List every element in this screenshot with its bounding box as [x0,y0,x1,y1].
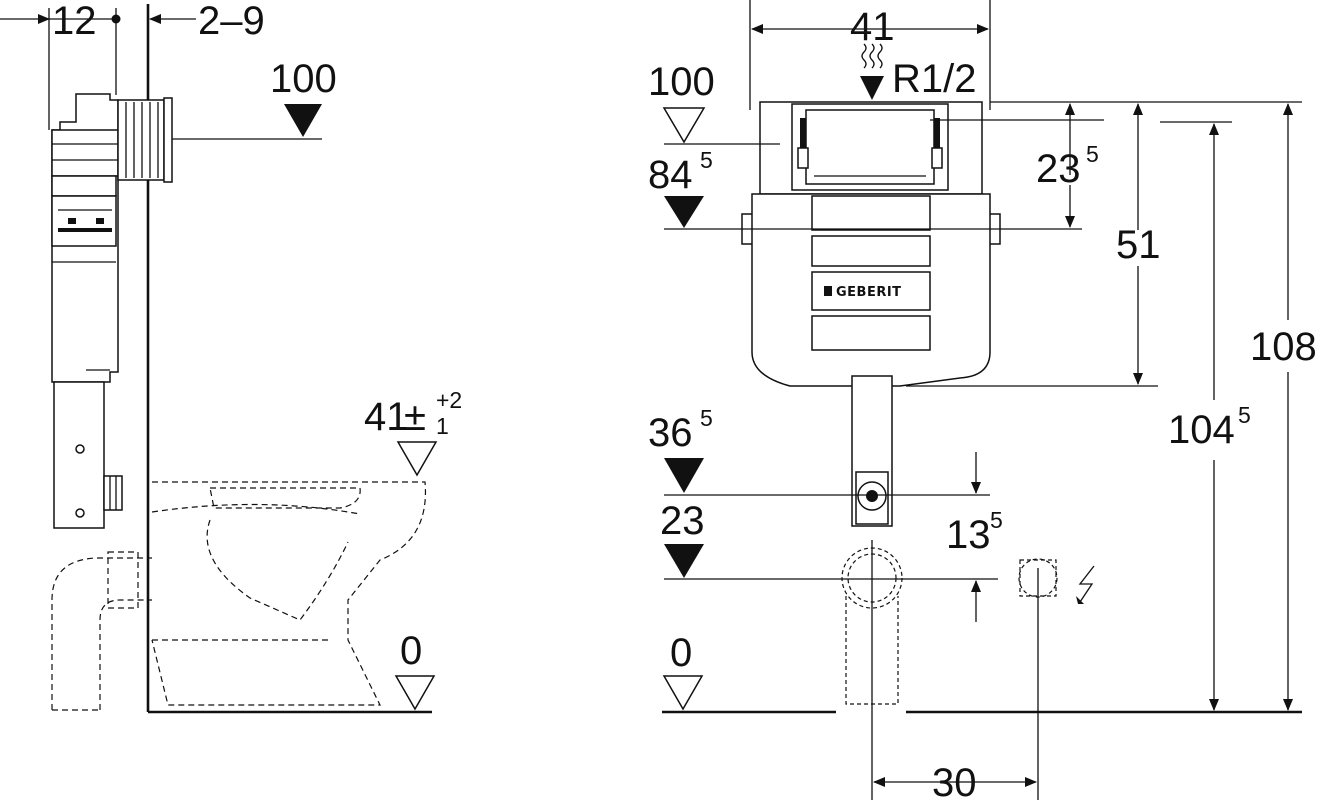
frame-depth-label: 12 [52,0,97,43]
svg-text:±: ± [404,395,426,439]
brand-logo: GEBERIT [836,285,902,300]
height-top-dimension: 23 5 [930,103,1104,228]
lightning-icon [1078,565,1095,603]
front-level-upper-frac: 5 [700,147,713,173]
cistern-height-label: 51 [1116,223,1161,267]
cistern-frame-side [51,93,173,529]
side-level-bowl-label: 41 [364,395,409,439]
front-level-floor-label: 0 [670,631,692,675]
cistern-width-dimension: 41 [749,0,991,110]
outlet-height-frac: 5 [1238,402,1251,428]
level-triangle-icon [664,544,704,578]
water-inlet: R1/2 [860,43,977,131]
wall-thickness-label: 2–9 [198,0,265,43]
level-triangle-icon [662,675,704,711]
drain-spacing-label: 13 [946,513,991,557]
front-level-floor: 0 [662,631,704,711]
wall-thickness-dimension: 2–9 [149,0,265,43]
frame-depth-dimension: 12 [0,0,121,130]
side-view: 12 2–9 [0,0,462,714]
side-level-bowl: 41 ± +2 1 [364,387,462,477]
front-level-flush-label: 36 [648,411,693,455]
drain-spacing-frac: 5 [990,507,1003,533]
front-level-top: 100 [648,60,780,145]
level-triangle-icon [664,458,704,493]
water-connection-label: R1/2 [892,57,977,101]
front-level-drain-label: 23 [660,499,705,543]
bowl-tolerance-lower: 1 [436,413,449,439]
cistern-front: GEBERIT [741,101,1001,527]
front-level-top-label: 100 [648,60,715,104]
total-height-dimension: 108 [1250,103,1317,711]
power-offset-label: 30 [932,761,977,800]
drain-outline [841,540,903,800]
level-triangle-icon [662,107,706,144]
cistern-height-dimension: 51 [906,101,1302,387]
front-level-flush-frac: 5 [700,405,713,431]
front-view: 41 R1/2 [648,0,1317,800]
front-level-drain: 23 [660,499,998,580]
toilet-bowl-outline [51,481,427,711]
outlet-height-label: 104 [1168,408,1235,452]
level-triangle-icon [664,196,704,228]
bowl-tolerance-upper: +2 [436,387,462,413]
power-outlet [1018,558,1095,800]
side-level-top-label: 100 [270,57,337,101]
side-level-floor: 0 [394,629,436,711]
level-triangle-icon [396,441,438,477]
side-level-floor-label: 0 [400,629,422,673]
total-height-label: 108 [1250,325,1317,369]
level-triangle-icon [394,675,436,711]
side-level-top: 100 [172,57,337,140]
brand-logo-mark [824,286,832,296]
power-offset-dimension: 30 [873,761,1037,800]
front-level-flush: 36 5 [648,405,990,496]
front-level-upper-label: 84 [648,153,693,197]
front-level-upper: 84 5 [648,147,1082,230]
level-triangle-icon [284,104,322,137]
drain-spacing-dimension: 13 5 [946,452,1003,622]
water-inlet-icon [861,43,867,69]
height-top-frac: 5 [1086,141,1099,167]
height-top-label: 23 [1036,147,1081,191]
cistern-width-label: 41 [850,5,895,49]
outlet-height-dimension: 104 5 [1160,121,1251,711]
